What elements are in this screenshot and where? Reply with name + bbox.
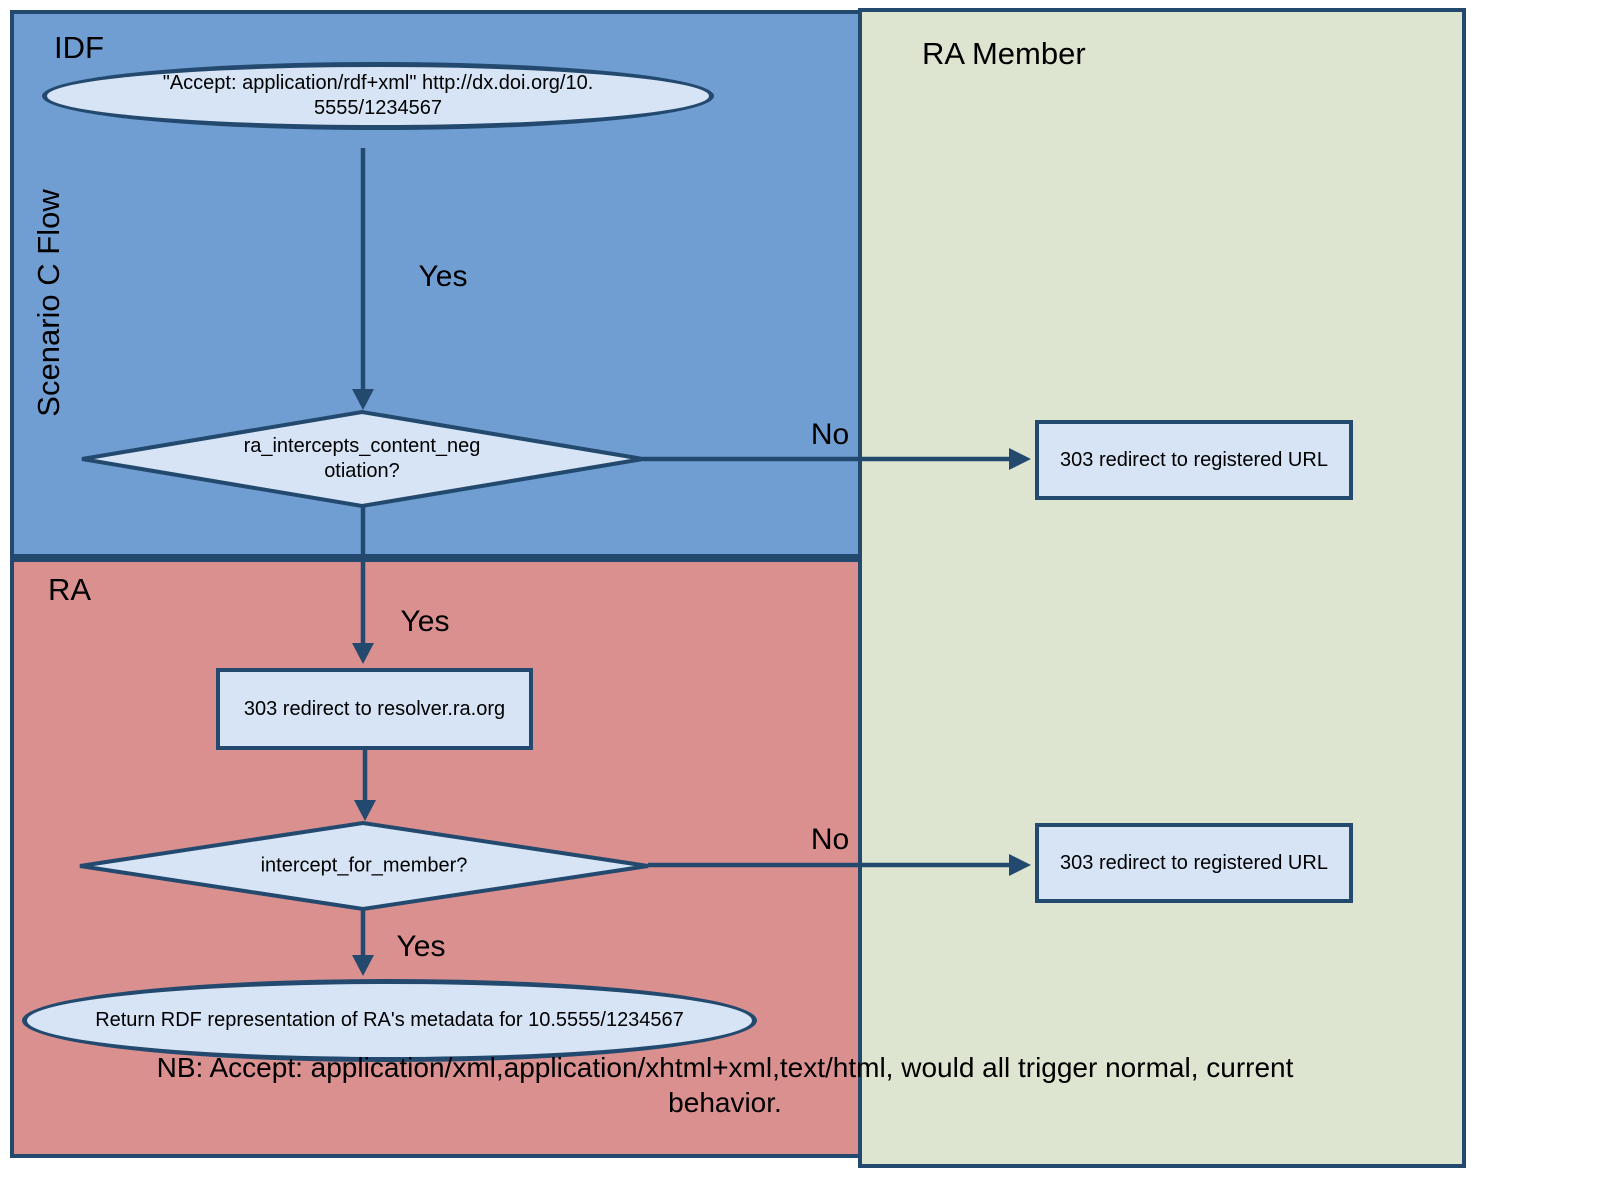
return-rdf-text: Return RDF representation of RA's metada… [95, 1009, 684, 1031]
arrowhead-down-icon [354, 800, 376, 821]
redirect-registered-url-box-2: 303 redirect to registered URL [1035, 823, 1353, 903]
edge-label-no-1: No [810, 418, 850, 451]
arrowhead-down-icon [352, 643, 374, 664]
arrowhead-down-icon [352, 389, 374, 410]
redirect-registered-url-text-2: 303 redirect to registered URL [1060, 851, 1328, 874]
edge-label-yes-1: Yes [418, 260, 468, 293]
redirect-resolver-text: 303 redirect to resolver.ra.org [243, 697, 506, 720]
decision-intercept-for-member-diamond [79, 820, 649, 912]
start-ellipse-text: "Accept: application/rdf+xml" http://dx.… [162, 72, 594, 119]
nb-note: NB: Accept: application/xml,application/… [156, 1052, 1294, 1118]
decision-ra-intercepts-text: ra_intercepts_content_neg otiation? [243, 435, 481, 482]
edge-label-yes-2: Yes [400, 605, 450, 638]
lane-ra-member [858, 8, 1466, 1168]
decision-intercept-for-member-text: intercept_for_member? [260, 854, 468, 877]
start-ellipse: "Accept: application/rdf+xml" http://dx.… [42, 62, 714, 130]
lane-label-ra: RA [48, 572, 92, 607]
return-rdf-ellipse: Return RDF representation of RA's metada… [22, 979, 757, 1062]
redirect-registered-url-box-1: 303 redirect to registered URL [1035, 420, 1353, 500]
arrowhead-right-icon [1009, 448, 1031, 470]
arrowhead-right-icon [1009, 854, 1031, 876]
edge-label-no-2: No [810, 823, 850, 856]
decision-ra-intercepts-diamond [81, 409, 644, 509]
lane-label-ra-member: RA Member [922, 36, 1086, 71]
lane-label-idf: IDF [54, 30, 104, 65]
redirect-registered-url-text-1: 303 redirect to registered URL [1060, 448, 1328, 471]
edge-label-yes-3: Yes [396, 930, 446, 963]
redirect-resolver-box: 303 redirect to resolver.ra.org [216, 668, 533, 750]
arrowhead-down-icon [352, 955, 374, 976]
